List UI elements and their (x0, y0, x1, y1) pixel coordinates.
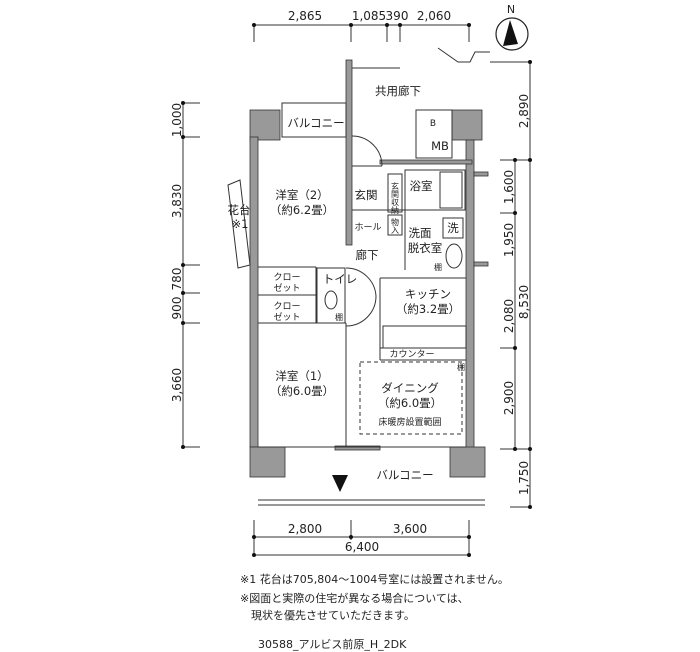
label-kitchen-size: （約3.2畳） (396, 302, 460, 316)
dim-bottom-total: 6,400 (345, 540, 379, 554)
label-bath: 浴室 (410, 179, 433, 193)
label-washroom1: 洗面 (409, 226, 432, 240)
dim-right-outer-1: 2,890 (517, 94, 531, 128)
dim-right-5: 1,750 (517, 461, 531, 495)
dim-top-1: 2,865 (288, 9, 322, 23)
label-washer: 洗 (447, 221, 459, 235)
dim-top-4: 2,060 (417, 9, 451, 23)
plan-caption: 30588_アルビス前原_H_2DK (258, 638, 407, 651)
dimension-dots (181, 23, 532, 557)
label-entrance-storage: 玄関収納 (391, 181, 400, 215)
dim-top-2: 1,085 (352, 9, 386, 23)
note-2: ※図面と実際の住宅が異なる場合については、 (240, 592, 469, 605)
label-toilet: トイレ (323, 272, 358, 286)
dim-left-1: 1,000 (170, 103, 184, 137)
interior-lines (227, 47, 490, 506)
label-flower-note: ※1 (232, 217, 249, 231)
label-western2-size: （約6.2畳） (270, 203, 334, 217)
label-western1-size: （約6.0畳） (270, 384, 334, 398)
label-closet1a: クロー (273, 272, 300, 283)
label-western2-name: 洋室（2） (275, 188, 328, 202)
label-shelf-wash: 棚 (434, 262, 442, 272)
dim-right-outer-2: 8,530 (517, 285, 531, 319)
label-closet2a: クロー (273, 301, 300, 312)
dim-top-3: 390 (386, 9, 409, 23)
label-entrance: 玄関 (355, 188, 378, 202)
label-dining-name: ダイニング (381, 381, 439, 395)
label-hall: ホール (354, 222, 381, 233)
label-storage: 物入 (391, 217, 400, 234)
label-kitchen-name: キッチン (405, 287, 451, 301)
label-mb: MB (431, 139, 449, 153)
label-closet1b: ゼット (273, 282, 300, 294)
dim-left-2: 3,830 (170, 184, 184, 218)
label-shelf-dining: 棚 (457, 362, 465, 372)
label-floor-heating: 床暖房設置範囲 (378, 416, 441, 428)
label-balcony-bottom: バルコニー (376, 468, 433, 482)
dim-left-3: 780 (170, 268, 184, 291)
note-1: ※1 花台は705,804～1004号室には設置されません。 (240, 573, 509, 586)
dim-left-5: 3,660 (170, 368, 184, 402)
label-corridor: 廊下 (356, 248, 379, 262)
label-washroom2: 脱衣室 (408, 241, 443, 255)
compass-icon: N (495, 3, 529, 51)
dim-bottom-1: 2,800 (288, 522, 322, 536)
dim-right-1: 1,600 (502, 170, 516, 204)
label-balcony-top: バルコニー (287, 116, 344, 130)
dim-left-4: 900 (170, 297, 184, 320)
svg-text:N: N (507, 3, 515, 16)
dim-right-2: 1,950 (502, 223, 516, 257)
label-shelf-toilet: 棚 (335, 312, 343, 322)
note-3: 現状を優先させていただきます。 (240, 609, 415, 622)
label-flower-bed: 花台 (228, 203, 251, 217)
label-dining-size: （約6.0畳） (378, 396, 442, 410)
dim-bottom-2: 3,600 (393, 522, 427, 536)
label-western1-name: 洋室（1） (275, 369, 328, 383)
walls (249, 59, 489, 478)
dim-right-3: 2,080 (502, 299, 516, 333)
label-b: B (430, 119, 436, 129)
entry-direction-icon (332, 475, 348, 492)
label-counter: カウンター (389, 349, 434, 360)
dim-right-4: 2,900 (502, 381, 516, 415)
label-closet2b: ゼット (273, 311, 300, 323)
label-common-corridor: 共用廊下 (375, 84, 421, 98)
